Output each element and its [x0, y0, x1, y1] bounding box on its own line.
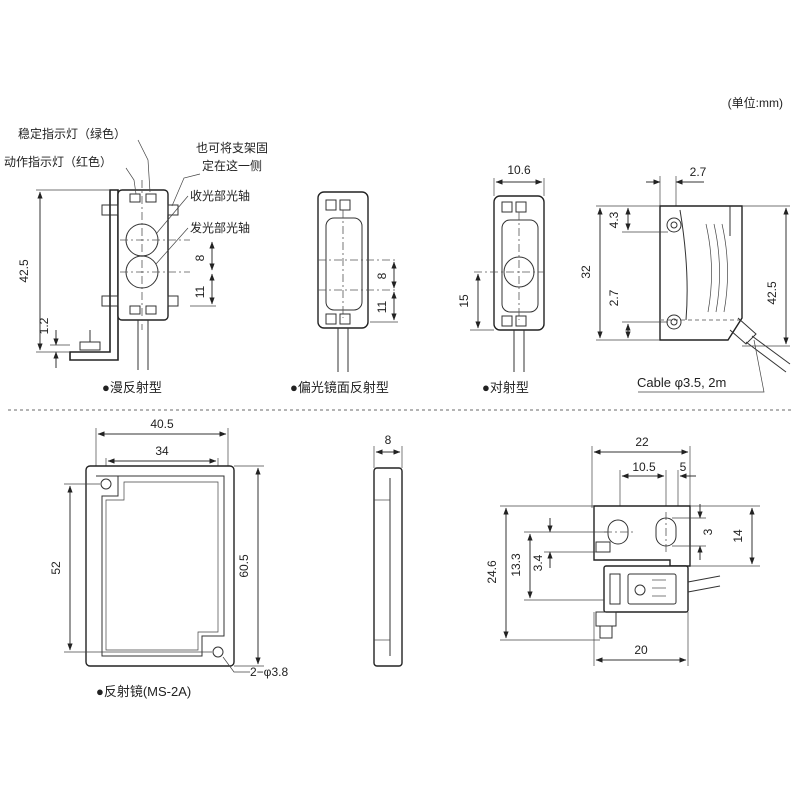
diffuse-height-dim: 42.5 — [17, 259, 31, 283]
tx-axis-callout: 发光部光轴 — [190, 220, 250, 235]
bracket-right-dim: 14 — [731, 529, 745, 543]
diffuse-caption: ●漫反射型 — [102, 380, 162, 395]
side-upper-dim: 4.3 — [607, 211, 621, 228]
bracket-slot-len-dim: 5 — [680, 460, 687, 474]
rx-axis-callout: 收光部光轴 — [190, 188, 250, 203]
polarized-caption: ●偏光镜面反射型 — [290, 380, 389, 395]
bracket-height-dim: 24.6 — [485, 560, 499, 584]
diffuse-sensor-view: 42.5 1.2 8 11 稳定指示灯（绿色） 动作指示灯（红色） 也可将支架固… — [4, 126, 268, 395]
bracket-lower-dim: 3.4 — [531, 554, 545, 571]
side-lower-dim: 2.7 — [607, 289, 621, 306]
reflector-view: 40.5 34 52 60.5 2−φ3.8 ●反射镜(MS-2A) — [49, 417, 288, 699]
side-view: 2.7 4.3 32 2.7 42.5 Cable φ3.5, 2m — [579, 165, 791, 393]
reflector-pitch-y-dim: 52 — [49, 561, 63, 575]
bracket-base-dim: 20 — [634, 643, 648, 657]
through-axis-dim: 15 — [457, 294, 471, 308]
bracket-slot-w-dim: 3 — [701, 528, 715, 535]
side-body-dim: 32 — [579, 265, 593, 279]
side-top-offset-dim: 2.7 — [690, 165, 707, 179]
bracket-note-1: 也可将支架固 — [196, 141, 268, 155]
side-height-dim: 42.5 — [765, 281, 779, 305]
reflector-width-dim: 40.5 — [150, 417, 174, 431]
through-width-dim: 10.6 — [507, 163, 531, 177]
polarized-sensor-view: 8 11 ●偏光镜面反射型 — [290, 191, 398, 395]
reflector-pitch-x-dim: 34 — [155, 444, 169, 458]
through-caption: ●对射型 — [482, 380, 529, 395]
through-beam-view: 10.6 15 ●对射型 — [457, 163, 545, 395]
reflector-caption: ●反射镜(MS-2A) — [96, 684, 191, 699]
polarized-lower-dim: 11 — [375, 300, 389, 313]
reflector-thickness-dim: 8 — [385, 433, 392, 447]
action-led-callout: 动作指示灯（红色） — [4, 154, 112, 169]
diffuse-base-dim: 1.2 — [37, 317, 51, 334]
bracket-note-2: 定在这一侧 — [202, 158, 262, 173]
bracket-upper-dim: 13.3 — [509, 553, 523, 577]
diffuse-lower-dim: 11 — [193, 285, 207, 298]
reflector-height-dim: 60.5 — [237, 554, 251, 578]
cable-label: Cable φ3.5, 2m — [637, 375, 726, 390]
polarized-pitch-dim: 8 — [375, 272, 389, 279]
bracket-view: 22 10.5 5 24.6 13.3 3.4 — [485, 435, 760, 666]
diffuse-pitch-dim: 8 — [193, 254, 207, 261]
reflector-side-view: 8 — [373, 433, 403, 667]
reflector-holes-dim: 2−φ3.8 — [250, 665, 288, 679]
bracket-pitch-dim: 10.5 — [632, 460, 656, 474]
stable-led-callout: 稳定指示灯（绿色） — [18, 126, 126, 141]
bracket-width-dim: 22 — [635, 435, 649, 449]
unit-note: (单位:mm) — [728, 95, 783, 110]
